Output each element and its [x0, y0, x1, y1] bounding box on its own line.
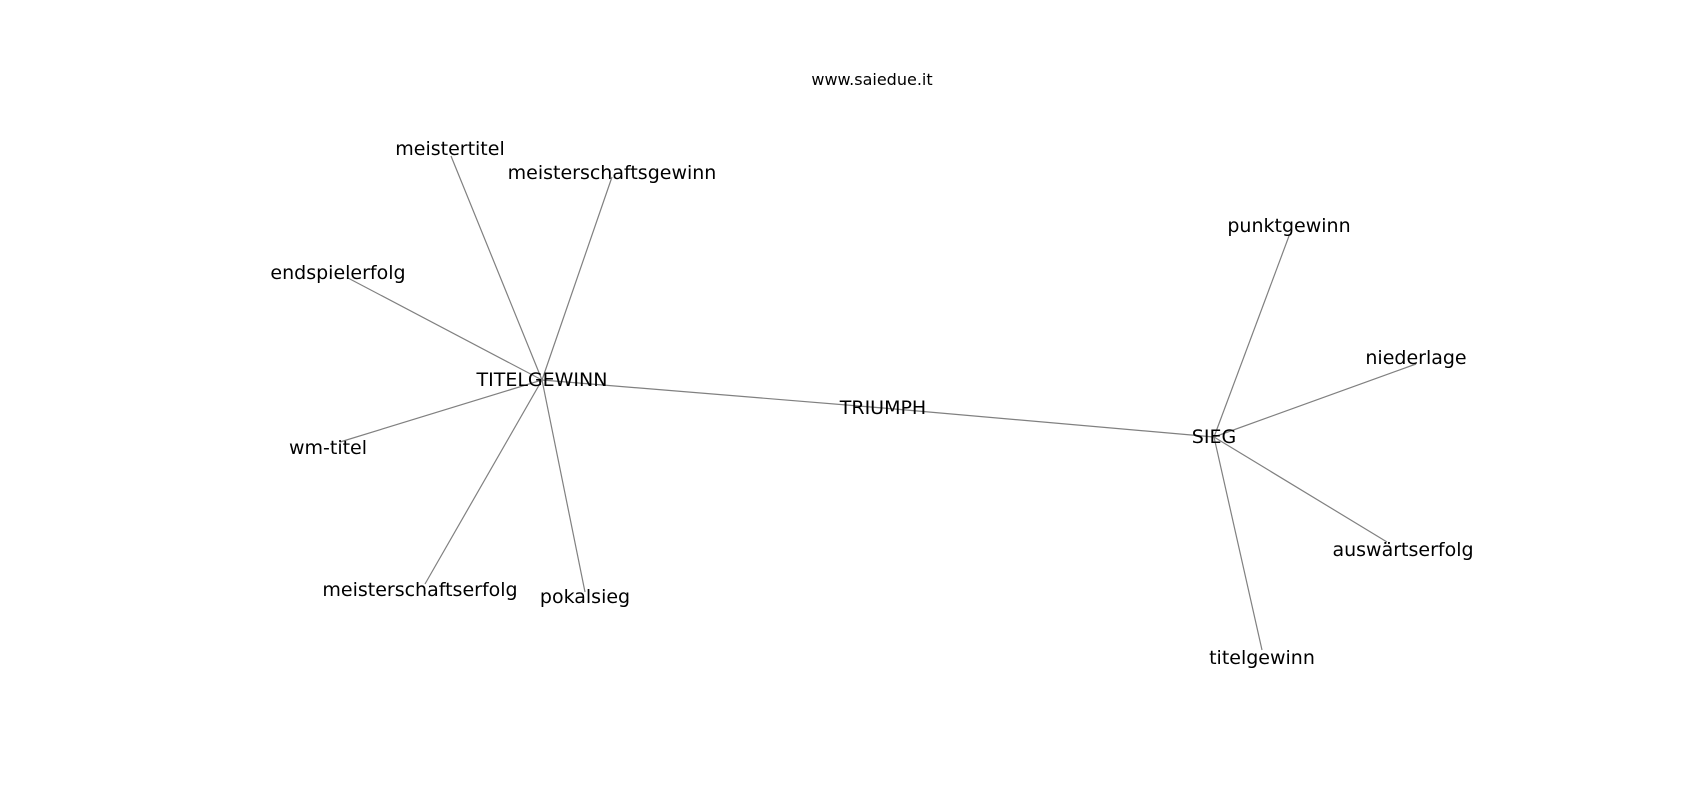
- edge-sieg-niederlage: [1213, 363, 1417, 438]
- edge-titelgewinn_hub-triumph: [541, 379, 884, 409]
- node-label-meistertitel: meistertitel: [395, 138, 504, 160]
- edge-sieg-punktgewinn: [1213, 235, 1290, 438]
- edge-titelgewinn_hub-wm-titel: [339, 379, 543, 443]
- node-label-triumph: TRIUMPH: [839, 397, 926, 419]
- watermark-caption: www.saiedue.it: [811, 70, 933, 89]
- edge-titelgewinn_hub-pokalsieg: [541, 379, 586, 593]
- edge-sieg-auswaertserfolg: [1213, 436, 1388, 543]
- edge-titelgewinn_hub-endspielerfolg: [347, 277, 543, 381]
- edge-triumph-sieg: [882, 407, 1215, 438]
- node-label-sieg: SIEG: [1192, 426, 1236, 448]
- node-label-pokalsieg: pokalsieg: [540, 586, 630, 608]
- node-label-meisterschaftserfolg: meisterschaftserfolg: [322, 579, 517, 601]
- node-label-niederlage: niederlage: [1365, 347, 1466, 369]
- node-label-auswaertserfolg: auswärtserfolg: [1332, 539, 1473, 561]
- graph-edges: [339, 155, 1417, 651]
- edge-sieg-titelgewinn_leaf: [1213, 436, 1263, 651]
- edge-titelgewinn_hub-meistertitel: [450, 155, 543, 381]
- node-label-titelgewinn_leaf: titelgewinn: [1209, 647, 1315, 669]
- node-label-endspielerfolg: endspielerfolg: [270, 262, 405, 284]
- edge-titelgewinn_hub-meisterschaftserfolg: [424, 379, 543, 585]
- node-label-meisterschaftsgewinn: meisterschaftsgewinn: [508, 162, 717, 184]
- node-label-wm-titel: wm-titel: [289, 437, 367, 459]
- node-label-punktgewinn: punktgewinn: [1227, 215, 1350, 237]
- node-label-titelgewinn_hub: TITELGEWINN: [476, 369, 608, 391]
- edge-titelgewinn_hub-meisterschaftsgewinn: [541, 176, 613, 381]
- graph-node-labels: TRIUMPHTITELGEWINNSIEGmeistertitelmeiste…: [270, 138, 1473, 669]
